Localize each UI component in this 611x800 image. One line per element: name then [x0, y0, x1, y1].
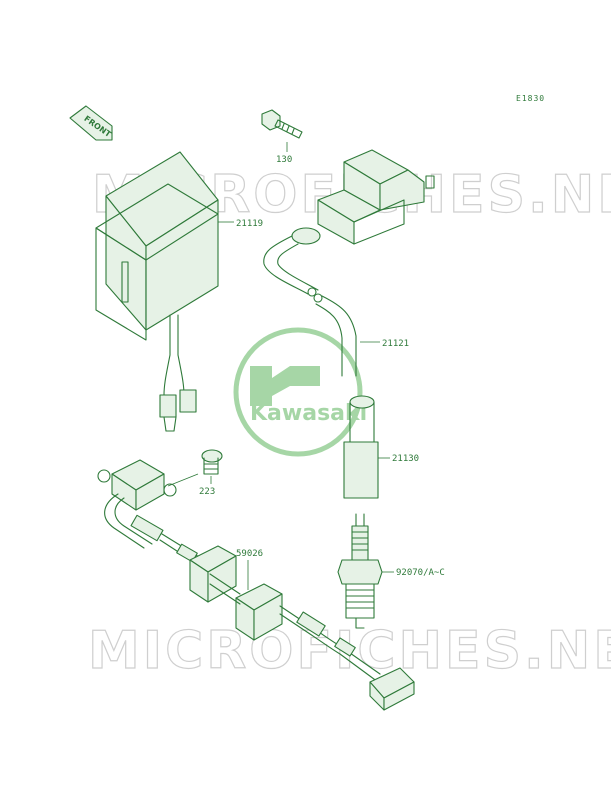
- ignition-coil-21121: [263, 149, 435, 377]
- part-number-223: 223: [199, 487, 215, 497]
- kawasaki-logo: Kawasaki: [233, 327, 367, 457]
- plug-cap-21130: [343, 395, 390, 499]
- ignitor-unit-21119: [95, 151, 234, 432]
- pickup-coil: [97, 459, 205, 567]
- diagram-code: E1830: [516, 94, 545, 103]
- part-number-21119: 21119: [236, 219, 263, 229]
- harness-connector: [279, 605, 415, 711]
- front-arrow-icon: FRONT: [69, 105, 113, 141]
- part-number-59026: 59026: [236, 549, 263, 559]
- screw-223: [201, 449, 223, 484]
- brand-text: Kawasaki: [250, 401, 367, 426]
- part-number-130: 130: [276, 155, 292, 165]
- grommet-59026: [189, 545, 283, 641]
- part-number-92070: 92070/A~C: [396, 568, 445, 578]
- bolt-130: [261, 109, 303, 152]
- spark-plug-92070: [337, 513, 394, 629]
- part-number-21121: 21121: [382, 339, 409, 349]
- part-number-21130: 21130: [392, 454, 419, 464]
